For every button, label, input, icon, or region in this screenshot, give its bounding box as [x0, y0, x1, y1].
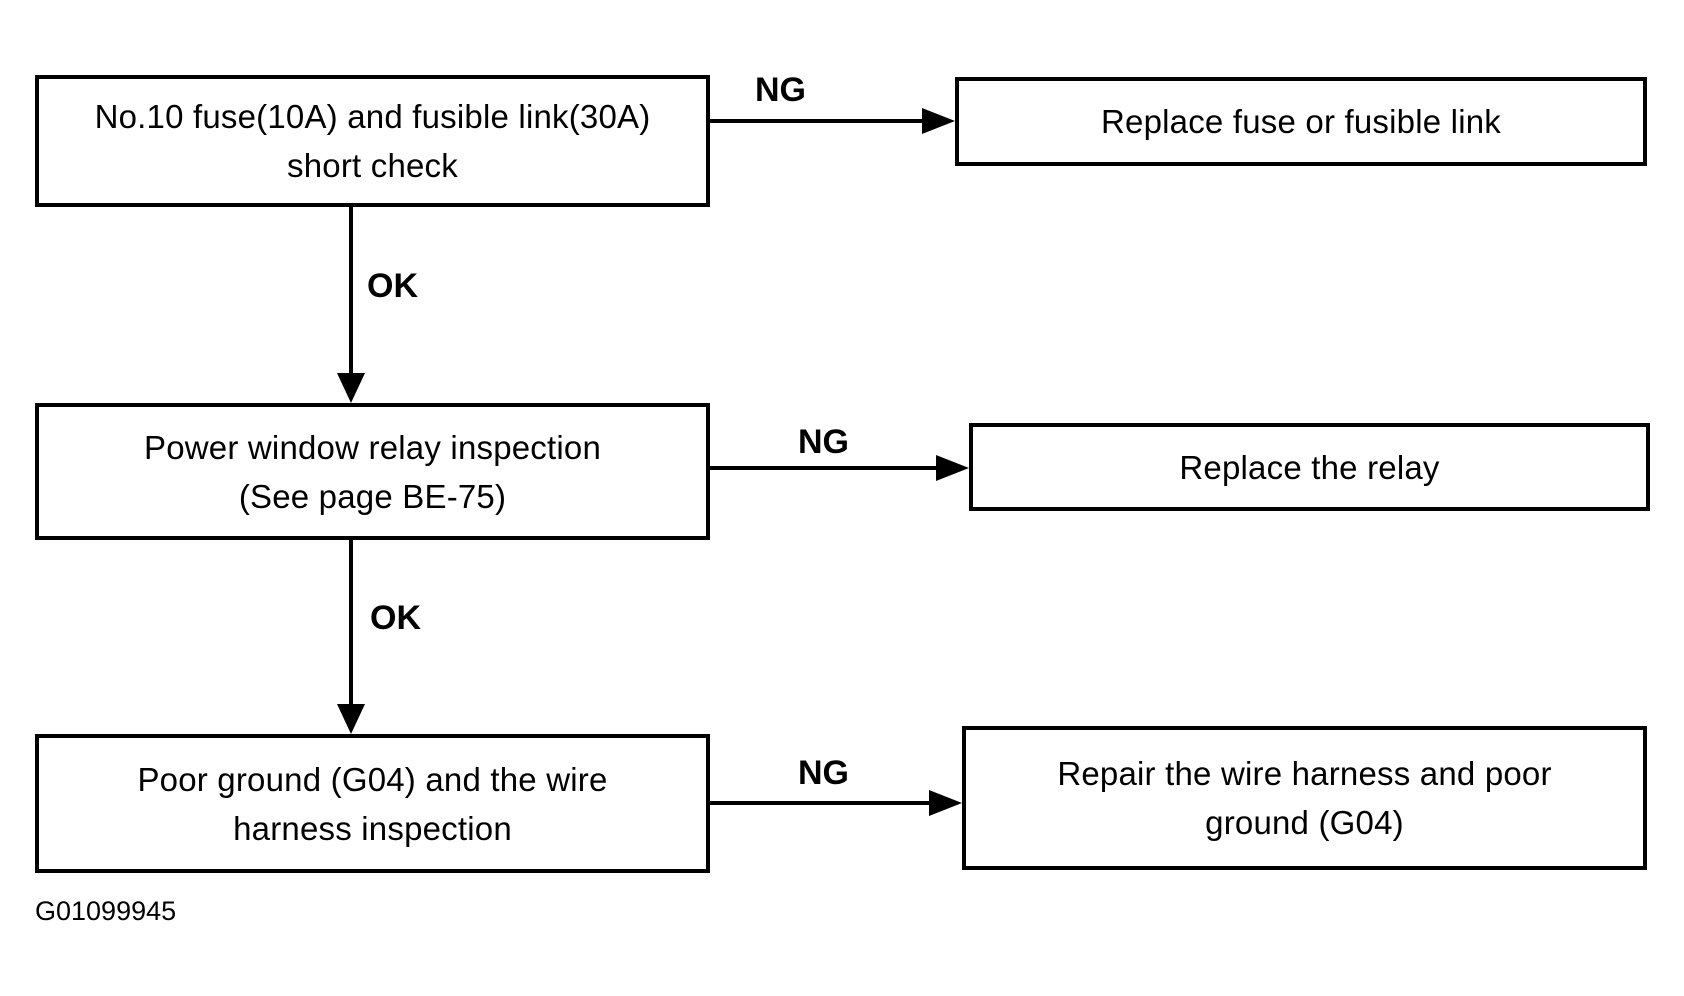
step-box-fuse-short-check: No.10 fuse(10A) and fusible link(30A) sh… — [35, 75, 710, 207]
ng-arrow-1-head-icon — [922, 108, 955, 134]
action-text-line: ground (G04) — [1205, 804, 1404, 841]
action-text-line: Repair the wire harness and poor — [1057, 755, 1552, 792]
ng-label-1: NG — [755, 71, 806, 109]
step-box-relay-inspection: Power window relay inspection (See page … — [35, 403, 710, 540]
step-box-ground-harness-inspection: Poor ground (G04) and the wire harness i… — [35, 734, 710, 873]
ok-label-1: OK — [367, 267, 418, 305]
step-text-line: short check — [287, 147, 458, 184]
ok-arrow-1-head-icon — [337, 373, 365, 403]
ok-label-2: OK — [370, 599, 421, 637]
step-text-line: Power window relay inspection — [143, 428, 602, 466]
ng-arrow-1-line — [710, 119, 922, 123]
ng-arrow-2-head-icon — [936, 455, 969, 481]
ng-arrow-2-line — [710, 466, 936, 470]
action-box-repair-harness: Repair the wire harness and poor ground … — [962, 726, 1647, 870]
step-text-line: No.10 fuse(10A) and fusible link(30A) — [94, 98, 651, 135]
ng-label-3: NG — [798, 754, 849, 792]
ok-arrow-2-line — [349, 540, 353, 704]
ng-label-2: NG — [798, 423, 849, 461]
ng-arrow-3-line — [710, 801, 929, 805]
ok-arrow-2-head-icon — [337, 704, 365, 734]
figure-id: G01099945 — [35, 896, 177, 926]
step-text-line: Poor ground (G04) and the wire — [137, 760, 608, 798]
ng-arrow-3-head-icon — [929, 790, 962, 816]
ok-arrow-1-line — [349, 207, 353, 373]
action-text-line: Replace fuse or fusible link — [1101, 103, 1501, 140]
action-box-replace-fuse: Replace fuse or fusible link — [955, 77, 1647, 166]
step-text-line: harness inspection — [233, 809, 512, 847]
action-box-replace-relay: Replace the relay — [969, 423, 1650, 511]
action-text-line: Replace the relay — [1179, 448, 1440, 486]
step-text-line: (See page BE-75) — [238, 477, 507, 515]
